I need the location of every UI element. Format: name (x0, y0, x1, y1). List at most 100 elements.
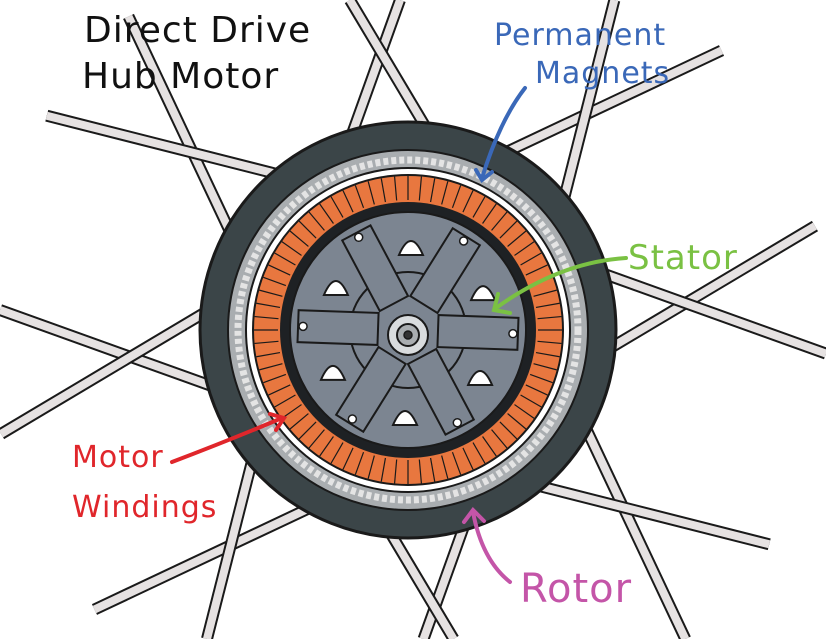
winding-coil (319, 203, 334, 224)
winding-coil (525, 264, 548, 276)
winding-coil (537, 340, 562, 345)
winding-coil (367, 455, 375, 479)
winding-coil (256, 351, 281, 358)
winding-coil (418, 459, 423, 484)
motor-windings-label-line-1: Motor (72, 440, 164, 475)
spoke (419, 520, 470, 639)
winding-coil (380, 457, 387, 482)
axle-core (403, 330, 413, 340)
winding-coil (535, 302, 560, 309)
stator-arm-body (406, 347, 476, 436)
winding-coil (482, 436, 497, 457)
motor-windings-arrowhead (268, 412, 288, 432)
winding-coil (499, 220, 518, 239)
winding-coil (342, 190, 354, 213)
magnet-track (234, 156, 582, 504)
stator-arrowhead (491, 292, 512, 315)
winding-coil (281, 404, 302, 419)
spoke (558, 0, 619, 205)
winding-coil (319, 436, 334, 457)
stator-bolt-hole (298, 321, 308, 332)
permanent-magnets-label-line-2: Magnets (535, 56, 671, 91)
winding-coil (499, 421, 518, 440)
stator-arm (436, 314, 520, 351)
spoke (124, 14, 236, 238)
winding-coil (482, 203, 497, 224)
winding-coil (520, 394, 542, 408)
stator-arm (334, 345, 408, 434)
winding-coil (441, 455, 449, 479)
spoke (203, 455, 258, 639)
winding-coil (298, 220, 317, 239)
title-line-1: Direct Drive (84, 10, 312, 51)
winding-coil (254, 340, 279, 345)
winding-coil (354, 185, 365, 209)
winding-coil (289, 413, 309, 430)
rotor-arrowhead (462, 506, 486, 524)
winding-coil (259, 363, 283, 371)
stator-arm (408, 226, 482, 315)
winding-coil (263, 373, 287, 384)
winding-coil (491, 211, 508, 231)
stator-arrow (494, 256, 628, 310)
stator-hole (397, 240, 425, 257)
stator-hole (319, 364, 347, 381)
winding-coil (256, 302, 281, 309)
winding-coil (330, 196, 344, 218)
winding-coil (472, 442, 486, 464)
winding-coil (537, 315, 562, 320)
title-line-2: Hub Motor (82, 56, 280, 97)
winding-coil (507, 230, 527, 247)
spoke (533, 480, 771, 549)
stator-bolt-hole (347, 414, 358, 424)
permanent-magnets-label-line-1: Permanent (494, 18, 667, 53)
spoke (598, 268, 826, 358)
winding-coil (429, 457, 436, 482)
permanent-magnets-arrowhead (474, 168, 494, 183)
winding-coil (529, 373, 553, 384)
stator-arm-body (408, 226, 482, 315)
spoke (346, 0, 404, 140)
winding-coil (289, 230, 309, 247)
spoke (346, 0, 432, 134)
winding-coil (274, 252, 296, 266)
winding-coil (259, 289, 283, 297)
winding-coil (507, 413, 527, 430)
winding-coil (308, 429, 325, 449)
winding-coil (451, 185, 462, 209)
winding-coil (342, 447, 354, 470)
stator-arm-body (340, 224, 410, 313)
stator-arm-body (334, 345, 408, 434)
stator-hole (466, 370, 494, 387)
spoke (0, 306, 218, 392)
motor-windings-arrow (170, 416, 284, 464)
winding-coil (298, 421, 317, 440)
winding-coil (514, 241, 535, 256)
rotor-label: Rotor (520, 566, 633, 612)
spoke (0, 306, 212, 438)
winding-coil (380, 178, 387, 203)
winding-coil (281, 241, 302, 256)
stator-label: Stator (628, 238, 738, 278)
rotor-arrow (471, 510, 512, 584)
winding-coil (254, 315, 279, 320)
winding-coil (393, 176, 398, 201)
stator-arm (296, 309, 380, 346)
winding-coil (268, 384, 291, 396)
winding-coil (330, 442, 344, 464)
spoke (45, 111, 283, 180)
stator-bolt-hole (353, 232, 364, 243)
winding-coil (393, 459, 398, 484)
winding-coil (441, 181, 449, 205)
winding-coil (533, 289, 557, 297)
permanent-magnets-arrow (480, 86, 527, 180)
winding-coil (472, 196, 486, 218)
winding-coil (525, 384, 548, 396)
stator-arm (340, 224, 410, 313)
winding-coil (354, 451, 365, 475)
stator-holes (298, 232, 518, 428)
stator-arm-body (296, 309, 380, 346)
spoke (604, 222, 817, 354)
